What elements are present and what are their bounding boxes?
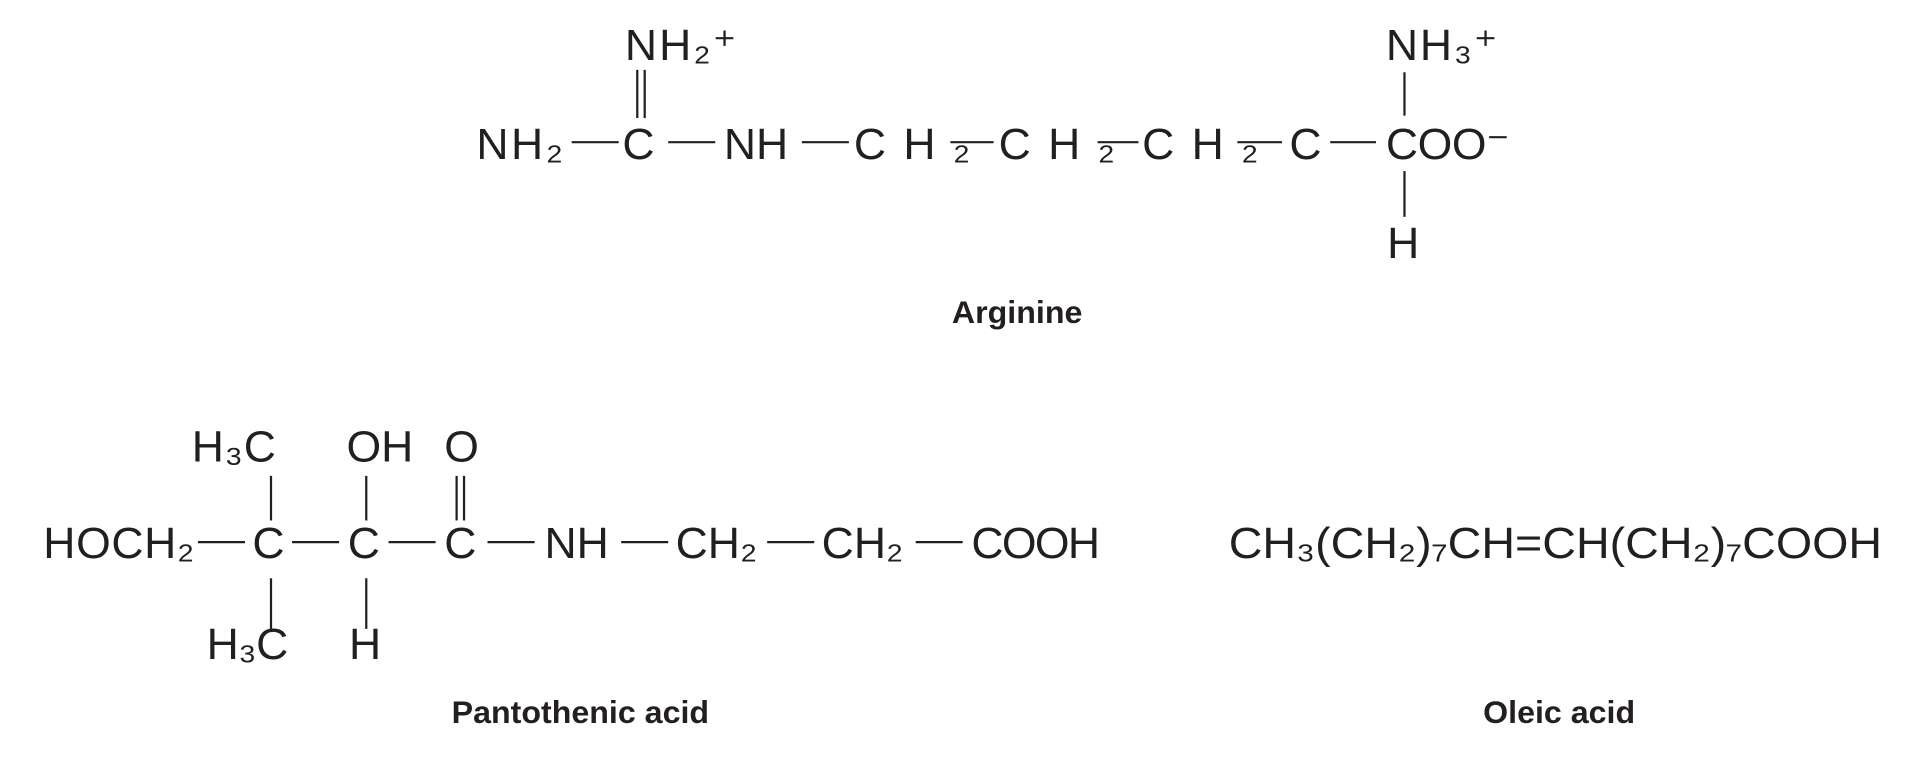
atom-c: C <box>348 519 380 567</box>
atom-ch2: CH₂ <box>676 519 758 567</box>
atom-h: H <box>349 621 381 669</box>
arginine-structure: NH₂ C NH₂⁺ NH CH₂ CH₂ CH₂ C COO⁻ NH₃⁺ H … <box>476 22 1509 330</box>
atom-h: H <box>1387 219 1419 267</box>
atom-ch2: CH₂ <box>1142 121 1258 169</box>
atom-h3c-bottom: H₃C <box>207 621 289 669</box>
atom-nh: NH <box>724 121 788 169</box>
atom-c: C <box>622 121 654 169</box>
atom-ch2: CH₂ <box>822 519 904 567</box>
atom-c: C <box>444 519 476 567</box>
atom-oh: OH <box>346 423 413 471</box>
atom-ch2: CH₂ <box>854 121 970 169</box>
atom-nh3-plus: NH₃⁺ <box>1386 22 1497 70</box>
atom-nh2-plus: NH₂⁺ <box>625 22 736 70</box>
atom-o: O <box>444 423 479 471</box>
atom-h3c-top: H₃C <box>192 423 276 471</box>
atom-hoch2: HOCH₂ <box>43 519 194 567</box>
atom-c: C <box>252 519 284 567</box>
atom-nh2: NH₂ <box>476 121 563 169</box>
atom-ch2: CH₂ <box>999 121 1115 169</box>
atom-nh: NH <box>544 519 608 567</box>
pantothenic-acid-label: Pantothenic acid <box>452 694 709 730</box>
arginine-label: Arginine <box>952 294 1082 330</box>
atom-cooh: COOH <box>971 519 1100 567</box>
atom-c-alpha: C <box>1289 121 1321 169</box>
oleic-acid-formula: CH₃(CH₂)₇CH=CH(CH₂)₇COOH <box>1229 519 1882 567</box>
atom-coo-minus: COO⁻ <box>1386 121 1510 169</box>
oleic-acid-label: Oleic acid <box>1483 694 1635 730</box>
pantothenic-acid-structure: HOCH₂ C C C NH CH₂ CH₂ COOH H₃C OH O H₃C… <box>43 423 1100 730</box>
oleic-acid-structure: CH₃(CH₂)₇CH=CH(CH₂)₇COOH Oleic acid <box>1229 519 1882 729</box>
